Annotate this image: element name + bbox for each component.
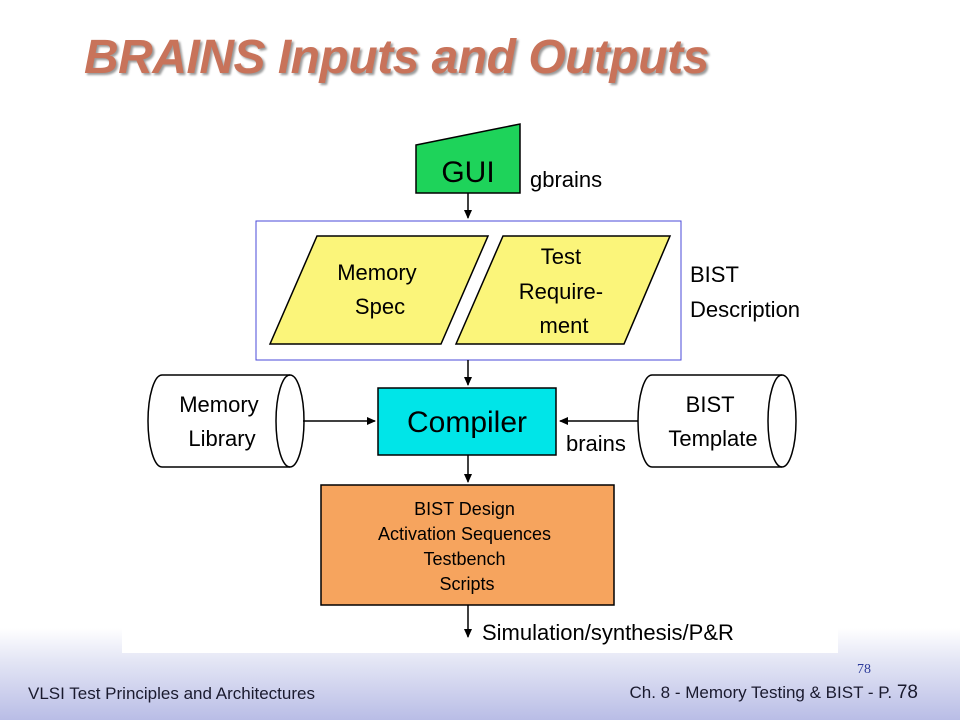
gui-label: GUI — [441, 156, 494, 189]
test-requirement-label: Test Require- ment — [519, 244, 610, 338]
simulation-label: Simulation/synthesis/P&R — [482, 620, 734, 645]
footer-chapter-text: Ch. 8 - Memory Testing & BIST - P. — [629, 683, 893, 702]
footer-page-number: 78 — [896, 682, 918, 703]
memory-library-store — [147, 374, 305, 468]
memory-spec-box — [268, 235, 490, 345]
memory-spec-label: Memory Spec — [337, 260, 423, 319]
bist-template-label: BIST Template — [668, 392, 757, 451]
gui-box — [415, 123, 521, 194]
compiler-box — [377, 387, 557, 456]
brains-label: brains — [566, 431, 626, 456]
outputs-box — [320, 484, 615, 606]
footer-course-title: VLSI Test Principles and Architectures — [28, 684, 315, 703]
memory-library-label: Memory Library — [179, 392, 265, 451]
gbrains-label: gbrains — [530, 167, 602, 192]
bist-template-store — [637, 374, 797, 468]
footer-chapter: Ch. 8 - Memory Testing & BIST - P. 78 — [629, 682, 918, 704]
test-requirement-box — [454, 235, 672, 345]
outputs-label: BIST Design Activation Sequences Testben… — [378, 499, 556, 594]
slide-number: 78 — [857, 662, 871, 677]
slide-title: BRAINS Inputs and Outputs — [84, 31, 709, 84]
bist-description-label: BIST Description — [690, 262, 800, 322]
compiler-label: Compiler — [407, 406, 527, 439]
